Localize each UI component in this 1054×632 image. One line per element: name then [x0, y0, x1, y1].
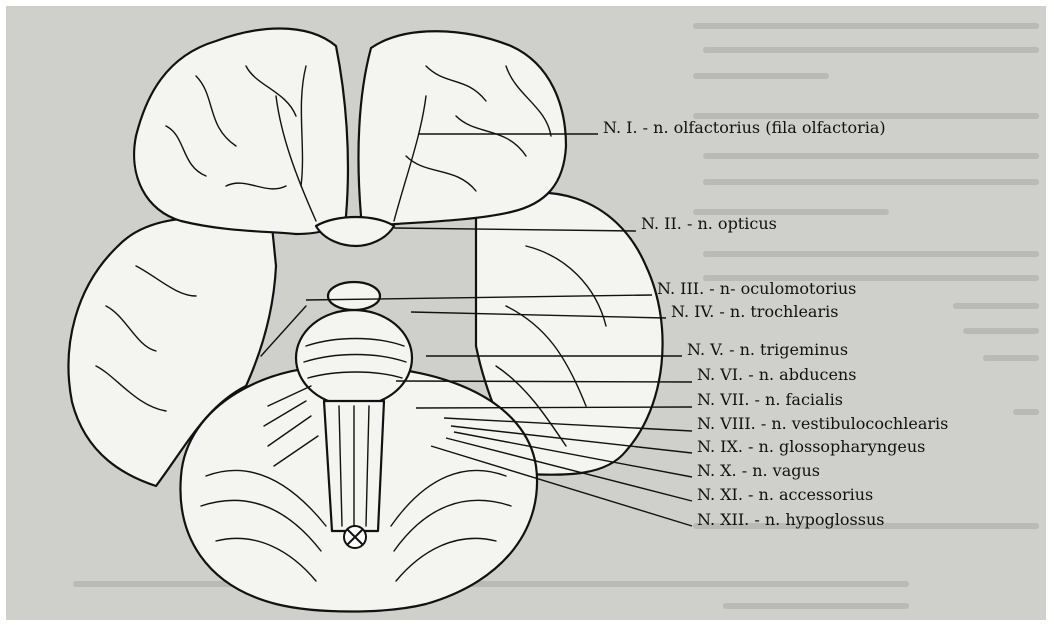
label-n3: N. III. - n- oculomotorius	[657, 280, 856, 298]
label-n2: N. II. - n. opticus	[641, 215, 777, 233]
leader-line-n3	[306, 295, 652, 300]
leader-line-n2	[394, 228, 636, 231]
leader-line-n12	[431, 446, 692, 526]
leader-lines	[6, 6, 1046, 620]
label-n12: N. XII. - n. hypoglossus	[697, 511, 884, 529]
label-n6: N. VI. - n. abducens	[697, 366, 856, 384]
leader-line-n4	[411, 312, 666, 318]
label-n1: N. I. - n. olfactorius (fila olfactoria)	[603, 119, 886, 137]
label-n10: N. X. - n. vagus	[697, 462, 820, 480]
book-page: N. I. - n. olfactorius (fila olfactoria)…	[6, 6, 1046, 620]
label-n8: N. VIII. - n. vestibulocochlearis	[697, 415, 948, 433]
label-n5: N. V. - n. trigeminus	[687, 341, 848, 359]
leader-line-n6	[396, 381, 692, 382]
label-n4: N. IV. - n. trochlearis	[671, 303, 838, 321]
leader-line-n7	[416, 407, 692, 408]
label-n7: N. VII. - n. facialis	[697, 391, 843, 409]
label-n9: N. IX. - n. glossopharyngeus	[697, 438, 925, 456]
label-n11: N. XI. - n. accessorius	[697, 486, 873, 504]
